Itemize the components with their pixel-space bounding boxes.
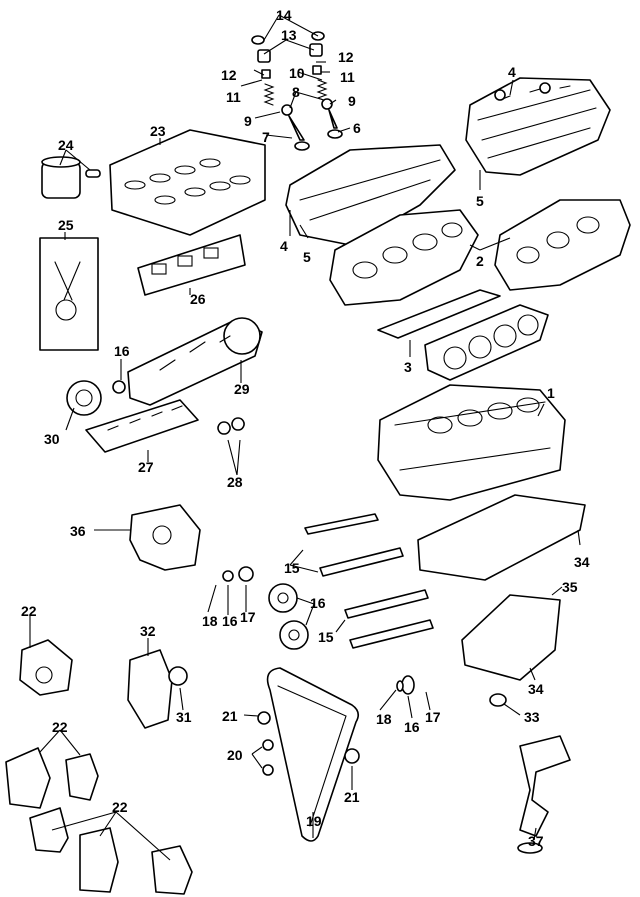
callout-22: 22 bbox=[112, 799, 128, 815]
callout-4: 4 bbox=[280, 238, 288, 254]
cylinder-head-right bbox=[494, 199, 631, 291]
callout-32: 32 bbox=[140, 623, 156, 639]
callout-5: 5 bbox=[476, 193, 484, 209]
callout-36: 36 bbox=[70, 523, 86, 539]
callout-18: 18 bbox=[202, 613, 218, 629]
callout-11: 11 bbox=[340, 69, 355, 85]
main-bearing-set-26 bbox=[137, 234, 246, 296]
belt-idlers bbox=[257, 711, 360, 776]
callout-37: 37 bbox=[528, 833, 544, 849]
callout-30: 30 bbox=[44, 431, 60, 447]
callout-6: 6 bbox=[353, 120, 361, 136]
rear-cover-32 bbox=[127, 649, 188, 729]
callout-34: 34 bbox=[528, 681, 544, 697]
camshaft-upper-pair bbox=[304, 513, 404, 577]
callout-1: 1 bbox=[547, 385, 555, 401]
cylinder-head-cover-left bbox=[285, 144, 456, 246]
callout-10: 10 bbox=[289, 65, 305, 81]
callout-24: 24 bbox=[58, 137, 74, 153]
callout-21: 21 bbox=[222, 708, 238, 724]
timing-cover-22-bottom bbox=[29, 807, 193, 895]
callout-9: 9 bbox=[348, 93, 356, 109]
timing-cover-22-top bbox=[19, 639, 73, 696]
callout-17: 17 bbox=[425, 709, 441, 725]
cylinder-head-left bbox=[329, 209, 479, 306]
callout-16: 16 bbox=[310, 595, 326, 611]
oil-seal-33 bbox=[489, 693, 507, 707]
callout-17: 17 bbox=[240, 609, 256, 625]
connecting-rod-box bbox=[39, 237, 99, 351]
callout-16: 16 bbox=[114, 343, 130, 359]
callout-12: 12 bbox=[221, 67, 237, 83]
callout-15: 15 bbox=[284, 560, 300, 576]
rod-bearing-set-27 bbox=[85, 399, 199, 453]
callout-16: 16 bbox=[404, 719, 420, 735]
leader-lines bbox=[29, 14, 581, 861]
callout-15: 15 bbox=[318, 629, 334, 645]
cylinder-head-cover-right bbox=[465, 77, 611, 176]
callout-18: 18 bbox=[376, 711, 392, 727]
callout-23: 23 bbox=[150, 123, 166, 139]
callout-16: 16 bbox=[222, 613, 238, 629]
callout-7: 7 bbox=[262, 129, 270, 145]
engine-block bbox=[377, 384, 566, 501]
callout-21: 21 bbox=[344, 789, 360, 805]
callout-22: 22 bbox=[52, 719, 68, 735]
camshaft-lower-pair bbox=[344, 589, 434, 649]
callout-28: 28 bbox=[227, 474, 243, 490]
piston-assembly bbox=[41, 156, 101, 199]
crank-pulley bbox=[66, 380, 102, 416]
callout-26: 26 bbox=[190, 291, 206, 307]
callout-20: 20 bbox=[227, 747, 243, 763]
callout-34: 34 bbox=[574, 554, 590, 570]
oil-strainer bbox=[517, 735, 571, 854]
timing-gears bbox=[222, 566, 309, 650]
callout-3: 3 bbox=[404, 359, 412, 375]
callout-29: 29 bbox=[234, 381, 250, 397]
piston-ring-set bbox=[109, 129, 266, 236]
timing-cover-22-mid bbox=[5, 747, 99, 809]
cam-seal-set-right bbox=[396, 675, 415, 695]
oil-pan-upper bbox=[417, 494, 586, 581]
callout-2: 2 bbox=[476, 253, 484, 269]
callout-5: 5 bbox=[303, 249, 311, 265]
callout-12: 12 bbox=[338, 49, 354, 65]
callout-25: 25 bbox=[58, 217, 74, 233]
oil-pump bbox=[129, 504, 201, 571]
head-gasket-right bbox=[424, 304, 549, 381]
callout-labels: 14 13 12 12 11 11 10 8 9 9 7 6 4 4 5 5 2… bbox=[21, 7, 590, 849]
callout-13: 13 bbox=[281, 27, 297, 43]
callout-4: 4 bbox=[508, 64, 516, 80]
callout-22: 22 bbox=[21, 603, 37, 619]
callout-19: 19 bbox=[306, 813, 322, 829]
callout-31: 31 bbox=[176, 709, 192, 725]
callout-9: 9 bbox=[244, 113, 252, 129]
head-gasket-left bbox=[377, 289, 501, 339]
callout-33: 33 bbox=[524, 709, 540, 725]
callout-8: 8 bbox=[292, 84, 300, 100]
callout-14: 14 bbox=[276, 7, 292, 23]
callout-35: 35 bbox=[562, 579, 578, 595]
thrust-washer-28 bbox=[217, 417, 245, 435]
callout-27: 27 bbox=[138, 459, 154, 475]
timing-belt bbox=[266, 667, 360, 842]
crankshaft bbox=[112, 317, 263, 406]
oil-pan-lower bbox=[461, 594, 561, 681]
callout-11: 11 bbox=[226, 89, 241, 105]
